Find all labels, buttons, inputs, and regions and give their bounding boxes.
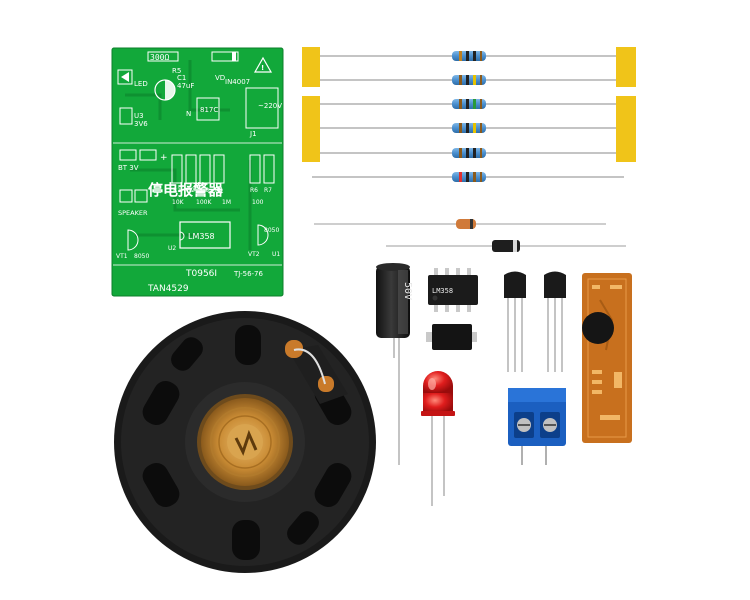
pcb-lm358: LM358	[188, 232, 215, 241]
pcb-label-bt: BT 3V	[118, 164, 139, 172]
pcb-tan-code: TAN4529	[147, 284, 189, 294]
pcb-vd-part: IN4007	[225, 78, 250, 86]
pcb-vt1-part: 8050	[134, 253, 149, 260]
pcb-r5-value: 300Ω	[150, 53, 169, 62]
lm358-ic: LM358	[428, 268, 478, 312]
tape-left-bottom	[302, 96, 320, 162]
pcb-ac-label: ~220V	[258, 102, 282, 110]
pcb-label-u1: U1	[272, 251, 280, 258]
chip-on-board-blob	[582, 312, 614, 344]
pcb-label-r6: R6	[250, 187, 258, 194]
pcb-val-10k: 10K	[172, 199, 185, 206]
resistor	[452, 51, 486, 61]
pcb-label-vd: VD	[215, 74, 225, 82]
speaker-terminal	[285, 340, 348, 404]
pcb-label-r7: R7	[264, 187, 272, 194]
pcb-label-vt2: VT2	[248, 251, 260, 258]
pcb-board: 300Ω R5 LED C1 47uF VD IN4007 ! U3 3V6 N…	[111, 47, 284, 297]
resistor	[452, 123, 486, 133]
electrolytic-capacitor: 50V	[376, 263, 413, 465]
pcb-label-r4: R4	[215, 187, 223, 194]
smd-bridge	[426, 324, 477, 350]
transistor-vt1	[504, 271, 526, 372]
pcb-val-100k: 100K	[196, 199, 212, 206]
tape-right-bottom	[616, 96, 636, 162]
pcb-label-vt1: VT1	[116, 253, 128, 260]
pcb-val-100: 100	[252, 199, 264, 206]
pcb-label-led: LED	[134, 80, 148, 88]
speaker-emblem	[234, 429, 258, 456]
pcb-label-speaker: SPEAKER	[118, 209, 148, 217]
pcb-u3-part: 3V6	[134, 120, 148, 128]
pcb-sub-code: TJ-56-76	[233, 270, 264, 278]
rectifier-diode	[386, 240, 626, 252]
resistor	[452, 148, 486, 158]
resistor-tape-strip	[302, 47, 636, 182]
capacitor-voltage-label: 50V	[402, 282, 413, 300]
red-led	[421, 371, 455, 506]
pcb-label-r2: R2	[187, 187, 195, 194]
pcb-val-1m: 1M	[222, 199, 231, 206]
resistor	[452, 99, 486, 109]
resistor	[452, 172, 486, 182]
ic-label: LM358	[432, 287, 453, 295]
pcb-plus: +	[160, 153, 168, 163]
resistor	[452, 75, 486, 85]
pcb-part-code: T0956I	[185, 269, 217, 279]
pcb-label-r1: R1	[173, 187, 181, 194]
pcb-title: 停电报警器	[148, 181, 224, 199]
alarm-sound-module	[582, 273, 632, 443]
screw-terminal-block	[508, 388, 566, 465]
zener-diode	[314, 219, 606, 229]
pcb-label-c1: C1	[177, 74, 186, 82]
pcb-cap-value: 47uF	[177, 82, 194, 90]
pcb-opto: 817C	[200, 106, 218, 114]
pcb-label-r5: R5	[172, 67, 181, 75]
speaker	[114, 311, 376, 573]
transistor-vt2	[544, 271, 566, 372]
pcb-label-u3: U3	[134, 112, 144, 120]
pcb-label-r3: R3	[201, 187, 209, 194]
tape-right-top	[616, 47, 636, 87]
pcb-label-j1: J1	[249, 130, 257, 138]
svg-text:!: !	[261, 64, 264, 72]
pcb-label-n: N	[186, 110, 191, 118]
tape-left-top	[302, 47, 320, 87]
pcb-label-u2: U2	[168, 245, 176, 252]
pcb-vt2-part: 8050	[264, 227, 279, 234]
